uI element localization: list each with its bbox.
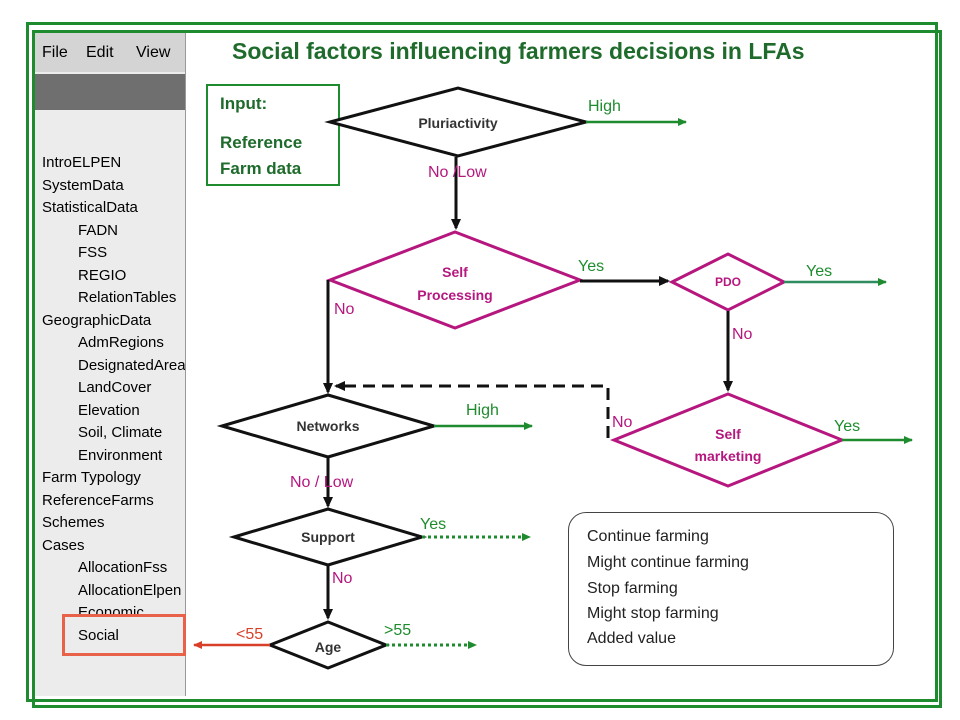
node-age: Age (314, 639, 342, 655)
node-support: Support (301, 529, 355, 545)
sidebar-item[interactable]: AdmRegions (78, 334, 164, 351)
node-self-processing-line1: Self (442, 264, 468, 280)
legend-continue: Continue farming (587, 528, 709, 545)
outer-frame (26, 22, 938, 702)
sidebar-item[interactable]: Environment (78, 446, 163, 464)
sidebar-item[interactable]: Schemes (42, 514, 105, 531)
label-lt55: <55 (236, 626, 264, 643)
label-yes-1: Yes (578, 258, 605, 275)
menu-file[interactable]: File (42, 44, 68, 61)
sidebar-item[interactable]: FADN (78, 221, 119, 239)
legend-might-continue: Might continue farming (587, 554, 749, 571)
sidebar-item[interactable]: Social (78, 626, 119, 644)
sidebar-item[interactable]: LandCover (78, 379, 152, 396)
label-high-2: High (466, 402, 499, 419)
label-no-4: No (332, 570, 353, 587)
sidebar-item[interactable]: Elevation (78, 401, 140, 419)
label-no-1: No (334, 301, 355, 318)
input-body: Reference Farm data (220, 133, 303, 178)
node-self-processing-line2: Processing (417, 287, 493, 303)
self-processing-diamond (325, 230, 585, 330)
node-self-marketing-line1: Self (715, 426, 741, 442)
sidebar-item[interactable]: Soil, Climate (78, 424, 163, 441)
menu-bar: File Edit View (32, 32, 185, 72)
node-pluriactivity: Pluriactivity (418, 115, 498, 131)
sidebar-item[interactable]: AllocationElpen (78, 581, 182, 599)
sidebar-item[interactable]: ReferenceFarms (42, 491, 154, 509)
label-no-low-1: No /Low (428, 164, 487, 181)
menu-view[interactable]: View (136, 44, 171, 61)
input-heading: Input: (220, 94, 268, 113)
sidebar-item[interactable]: REGIO (78, 266, 127, 284)
selected-nav-highlight (62, 614, 186, 656)
sidebar-item[interactable]: Cases (42, 536, 85, 554)
toolbar-strip (32, 74, 185, 110)
legend-stop: Stop farming (587, 580, 678, 597)
sidebar-item[interactable]: SystemData (42, 176, 124, 194)
input-box: Input: Reference Farm data (206, 84, 340, 186)
sidebar-item[interactable]: StatisticalData (42, 199, 138, 216)
sidebar-item[interactable]: DesignatedAreas (78, 356, 186, 374)
sidebar-item[interactable]: FSS (78, 244, 108, 261)
menu-edit[interactable]: Edit (86, 44, 114, 61)
label-yes-3: Yes (834, 418, 861, 435)
legend-might-stop: Might stop farming (587, 605, 719, 622)
sidebar-item[interactable]: Farm Typology (42, 469, 141, 486)
sidebar-item[interactable]: GeographicData (42, 311, 152, 329)
inner-frame (32, 30, 942, 708)
legend-added-value: Added value (587, 630, 676, 647)
label-no-2: No (732, 326, 753, 343)
sidebar-item[interactable]: AllocationFss (78, 559, 168, 576)
label-no-3: No (612, 414, 633, 431)
node-pdo: PDO (714, 275, 741, 289)
label-high-1: High (588, 98, 621, 115)
arrow-selfmkt-to-networks-dashed (334, 381, 610, 438)
sidebar-item[interactable]: IntroELPEN (42, 154, 122, 171)
node-self-marketing-line2: marketing (694, 448, 762, 464)
node-networks: Networks (296, 418, 360, 434)
label-yes-4: Yes (420, 516, 447, 533)
label-no-low-2: No / Low (290, 474, 354, 491)
sidebar-item[interactable]: RelationTables (78, 289, 177, 306)
page-title: Social factors influencing farmers decis… (232, 38, 805, 64)
label-yes-2: Yes (806, 263, 833, 280)
legend-box: Continue farming Might continue farming … (568, 512, 894, 666)
label-gt55: >55 (384, 622, 412, 639)
